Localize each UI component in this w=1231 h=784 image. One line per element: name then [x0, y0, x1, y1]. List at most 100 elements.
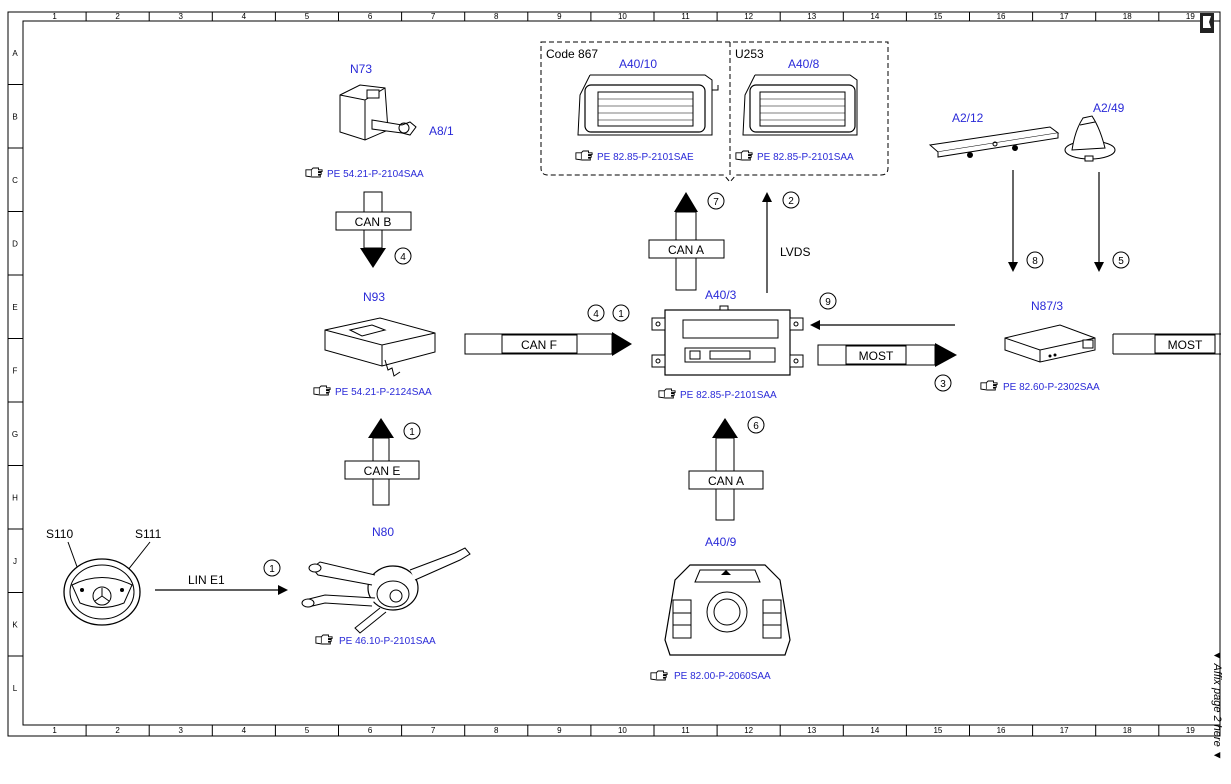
n93-ref[interactable]: PE 54.21-P-2124SAA	[335, 387, 432, 398]
grid-column-label: 3	[179, 12, 184, 21]
grid-columns: 1122334455667788991010111112121313141415…	[52, 12, 1195, 736]
grid-column-label: 13	[807, 726, 816, 735]
ignition-switch-icon	[339, 84, 417, 141]
can-f-arrow-head	[612, 332, 632, 356]
can-b-box	[335, 211, 412, 231]
most-box	[845, 345, 907, 365]
a2-49-code: A2/49	[1093, 101, 1125, 115]
grid-column-label: 14	[870, 726, 879, 735]
a8-1-code: A8/1	[429, 124, 454, 138]
can-f-label: CAN F	[521, 338, 557, 352]
circle-4b-num: 4	[593, 309, 599, 320]
dashed-group-box	[540, 41, 889, 183]
display-a40-10-icon	[577, 74, 719, 136]
most-right-box	[1154, 334, 1216, 354]
affix-page-text: ▼ Affix page 2 here ▼	[1211, 650, 1223, 761]
antenna-fin-icon	[1064, 115, 1116, 162]
n80-code: N80	[372, 525, 394, 539]
circle-3	[934, 374, 952, 392]
grid-column-label: 18	[1123, 726, 1132, 735]
pointing-hand-icon	[313, 385, 331, 396]
pointing-hand-icon	[305, 167, 323, 178]
a40-3-ref[interactable]: PE 82.85-P-2101SAA	[680, 390, 777, 401]
can-b-arrow-head	[360, 248, 386, 268]
most-right-label: MOST	[1168, 338, 1203, 352]
grid-column-label: 16	[997, 12, 1006, 21]
page-corner-icon	[1200, 13, 1214, 33]
most-arrow-head	[935, 343, 957, 367]
n80-ref[interactable]: PE 46.10-P-2101SAA	[339, 636, 436, 647]
can-e-arrow-head	[368, 418, 394, 438]
grid-column-label: 10	[618, 726, 627, 735]
affix-page-note: ▼ Affix page 2 here ▼	[1207, 650, 1227, 780]
grid-column-label: 7	[431, 12, 436, 21]
a2-12-code: A2/12	[952, 111, 984, 125]
grid-column-label: 11	[681, 12, 690, 21]
pointing-hand-icon	[575, 150, 593, 161]
pointing-hand-icon	[980, 380, 998, 391]
grid-column-label: 15	[933, 726, 942, 735]
can-a-top-label: CAN A	[668, 243, 704, 257]
grid-row-label: A	[12, 49, 18, 58]
grid-column-label: 13	[807, 12, 816, 21]
grid-column-label: 14	[870, 12, 879, 21]
grid-column-label: 3	[179, 726, 184, 735]
grid-column-label: 9	[557, 726, 562, 735]
circle-9	[819, 292, 837, 310]
a40-9-ref[interactable]: PE 82.00-P-2060SAA	[674, 671, 771, 682]
grid-column-label: 1	[52, 726, 57, 735]
n93-code: N93	[363, 290, 385, 304]
control-unit-n93-icon	[324, 317, 436, 377]
antenna-strip-icon	[928, 126, 1060, 158]
can-a-top-arrow-head	[674, 192, 698, 212]
circle-1a-num: 1	[618, 309, 624, 320]
inner-frame	[22, 20, 1221, 726]
steering-wheel-icon	[63, 558, 141, 626]
code-867-label: Code 867	[546, 47, 598, 61]
grid-column-label: 19	[1186, 12, 1195, 21]
n87-3-ref[interactable]: PE 82.60-P-2302SAA	[1003, 382, 1100, 393]
lvds-label: LVDS	[780, 245, 810, 259]
controller-a40-9-icon	[664, 564, 791, 656]
n87-3-code: N87/3	[1031, 299, 1063, 313]
grid-column-label: 5	[305, 12, 310, 21]
circle-4a-num: 4	[400, 252, 406, 263]
grid-column-label: 16	[997, 726, 1006, 735]
grid-column-label: 9	[557, 12, 562, 21]
grid-column-label: 4	[242, 726, 247, 735]
grid-column-label: 11	[681, 726, 690, 735]
can-b-label: CAN B	[355, 215, 392, 229]
circle-7-num: 7	[713, 197, 719, 208]
can-a-bottom-box	[688, 470, 764, 490]
a40-8-ref[interactable]: PE 82.85-P-2101SAA	[757, 152, 854, 163]
grid-column-label: 17	[1060, 12, 1069, 21]
grid-row-label: L	[13, 684, 18, 693]
grid-column-label: 4	[242, 12, 247, 21]
circle-1c-num: 1	[269, 564, 275, 575]
s111-code: S111	[135, 527, 162, 541]
pointing-hand-icon	[650, 670, 668, 681]
circle-8	[1026, 251, 1044, 269]
grid-column-label: 2	[115, 726, 120, 735]
grid-row-label: K	[12, 620, 18, 629]
grid-column-label: 10	[618, 12, 627, 21]
circle-7	[707, 192, 725, 210]
circle-9-num: 9	[825, 297, 831, 308]
circle-2	[782, 191, 800, 209]
a40-10-ref[interactable]: PE 82.85-P-2101SAE	[597, 152, 694, 163]
circle-1b	[403, 422, 421, 440]
grid-row-label: D	[12, 239, 18, 248]
u253-label: U253	[735, 47, 764, 61]
steering-column-module-icon	[301, 547, 471, 634]
a8-1-ref[interactable]: PE 54.21-P-2104SAA	[327, 169, 424, 180]
a40-8-code: A40/8	[788, 57, 820, 71]
grid-column-label: 18	[1123, 12, 1132, 21]
circle-4b	[587, 304, 605, 322]
can-a-bottom-arrow-head	[712, 418, 738, 438]
circle-1b-num: 1	[409, 427, 415, 438]
circle-1c	[263, 559, 281, 577]
can-f-box	[501, 334, 578, 354]
grid-column-label: 17	[1060, 726, 1069, 735]
grid-column-label: 7	[431, 726, 436, 735]
